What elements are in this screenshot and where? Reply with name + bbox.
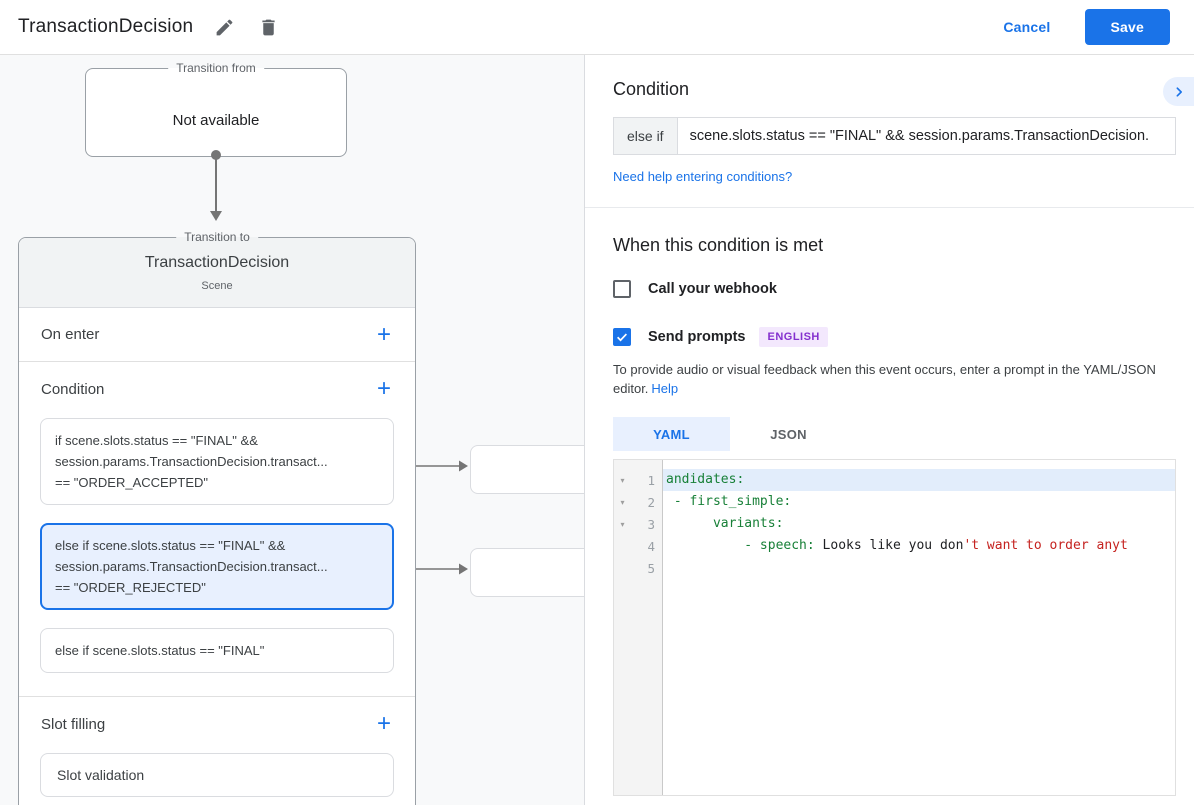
panel-divider	[585, 207, 1194, 208]
code-token: - speech:	[666, 538, 815, 553]
condition-cards: if scene.slots.status == "FINAL" && sess…	[19, 416, 415, 696]
editor-gutter: ▾ 1 ▾ 2 ▾ 3 4 5	[614, 460, 663, 795]
edit-scene-button[interactable]	[211, 14, 237, 40]
trash-icon	[262, 19, 275, 35]
code-token: Looks like you don	[814, 538, 964, 553]
scene-type-label: Scene	[201, 280, 233, 292]
code-line-4[interactable]: - speech: Looks like you don't want to o…	[663, 535, 1175, 557]
condition-card-line: == "ORDER_ACCEPTED"	[55, 475, 208, 490]
slot-card-label: Slot validation	[57, 767, 145, 783]
condition-card-final[interactable]: else if scene.slots.status == "FINAL"	[40, 628, 394, 673]
chevron-right-icon	[1175, 86, 1182, 97]
on-enter-label: On enter	[41, 326, 100, 343]
conditions-help-link[interactable]: Need help entering conditions?	[613, 169, 793, 184]
line-number: 4	[647, 538, 655, 554]
send-prompts-label: Send prompts	[648, 329, 746, 345]
condition-card-line: if scene.slots.status == "FINAL" &&	[55, 433, 258, 448]
condition-met-title: When this condition is met	[613, 235, 824, 255]
condition-card-line: else if scene.slots.status == "FINAL"	[55, 643, 265, 658]
editor-description-text: To provide audio or visual feedback when…	[613, 362, 1156, 396]
slot-filling-cards: Slot validation	[19, 751, 415, 805]
transition-from-content: Not available	[172, 112, 260, 129]
slot-filling-section-header: Slot filling +	[19, 697, 415, 751]
condition-card-line: else if scene.slots.status == "FINAL" &&	[55, 538, 286, 553]
editor-code-area[interactable]: andidates: - first_simple: variants: - s…	[663, 460, 1175, 795]
code-editor[interactable]: ▾ 1 ▾ 2 ▾ 3 4 5	[613, 459, 1176, 796]
transition-from-box: Transition from Not available	[85, 61, 347, 157]
transition-to-legend: Transition to	[176, 230, 258, 244]
fold-arrow-icon[interactable]: ▾	[620, 497, 625, 507]
cancel-button[interactable]: Cancel	[1003, 19, 1051, 35]
line-number: 5	[647, 560, 655, 576]
code-line-3[interactable]: variants:	[663, 513, 1175, 535]
slot-validation-card[interactable]: Slot validation	[40, 753, 394, 797]
panel-title: Condition	[613, 79, 690, 99]
code-token: 't want to order anyt	[963, 538, 1128, 553]
add-condition-button[interactable]: +	[376, 375, 391, 402]
fold-arrow-icon[interactable]: ▾	[620, 475, 625, 485]
webhook-checkbox[interactable]	[613, 280, 631, 298]
transition-target-box-rejected[interactable]	[470, 548, 584, 597]
scene-header: TransactionDecision Scene	[19, 238, 415, 308]
condition-card-line: == "ORDER_REJECTED"	[55, 580, 206, 595]
code-token: variants:	[666, 516, 784, 531]
tab-yaml[interactable]: YAML	[613, 417, 730, 451]
code-token: - first_simple:	[666, 494, 792, 509]
condition-card-order-accepted[interactable]: if scene.slots.status == "FINAL" && sess…	[40, 418, 394, 505]
transition-from-legend: Transition from	[168, 61, 264, 75]
fold-arrow-icon[interactable]: ▾	[620, 519, 625, 529]
condition-section-header: Condition +	[19, 362, 415, 416]
on-enter-section: On enter +	[19, 308, 415, 362]
condition-prefix-label: else if	[613, 117, 678, 155]
editor-description: To provide audio or visual feedback when…	[613, 360, 1176, 398]
add-on-enter-button[interactable]: +	[376, 320, 391, 348]
delete-scene-button[interactable]	[255, 14, 281, 40]
code-token: andidates:	[666, 472, 745, 487]
code-line-5[interactable]	[663, 557, 1175, 579]
code-line-2[interactable]: - first_simple:	[663, 491, 1175, 513]
line-number: 2	[647, 494, 655, 510]
condition-card-order-rejected[interactable]: else if scene.slots.status == "FINAL" &&…	[40, 523, 394, 610]
top-bar: TransactionDecision Cancel Save	[0, 0, 1194, 55]
scene-flow-canvas: Transition from Not available Transition…	[0, 55, 585, 805]
checkmark-icon	[617, 333, 628, 342]
tab-json[interactable]: JSON	[770, 426, 807, 442]
page-title: TransactionDecision	[18, 16, 194, 37]
condition-section-label: Condition	[41, 380, 105, 398]
line-number: 1	[647, 472, 655, 488]
condition-expression-input[interactable]	[677, 117, 1176, 155]
line-number: 3	[647, 516, 655, 532]
help-link[interactable]: Help	[651, 381, 679, 396]
transition-to-box: Transition to TransactionDecision Scene …	[18, 230, 416, 805]
scene-name: TransactionDecision	[144, 254, 290, 271]
transition-target-box-accepted[interactable]	[470, 445, 584, 494]
pencil-icon	[216, 19, 233, 35]
condition-card-line: session.params.TransactionDecision.trans…	[55, 454, 328, 469]
add-slot-button[interactable]: +	[376, 710, 391, 737]
section-divider	[19, 696, 415, 697]
language-badge: ENGLISH	[759, 327, 828, 347]
save-button[interactable]: Save	[1084, 9, 1170, 45]
editor-tabs: YAML JSON	[613, 417, 1176, 451]
send-prompts-checkbox[interactable]	[613, 328, 631, 346]
code-line-1[interactable]: andidates:	[663, 469, 1175, 491]
webhook-label: Call your webhook	[648, 281, 777, 297]
collapse-panel-button[interactable]	[1163, 77, 1194, 106]
condition-detail-panel: Condition else if Need help entering con…	[585, 55, 1194, 805]
slot-filling-label: Slot filling	[41, 715, 106, 733]
condition-card-line: session.params.TransactionDecision.trans…	[55, 559, 328, 574]
